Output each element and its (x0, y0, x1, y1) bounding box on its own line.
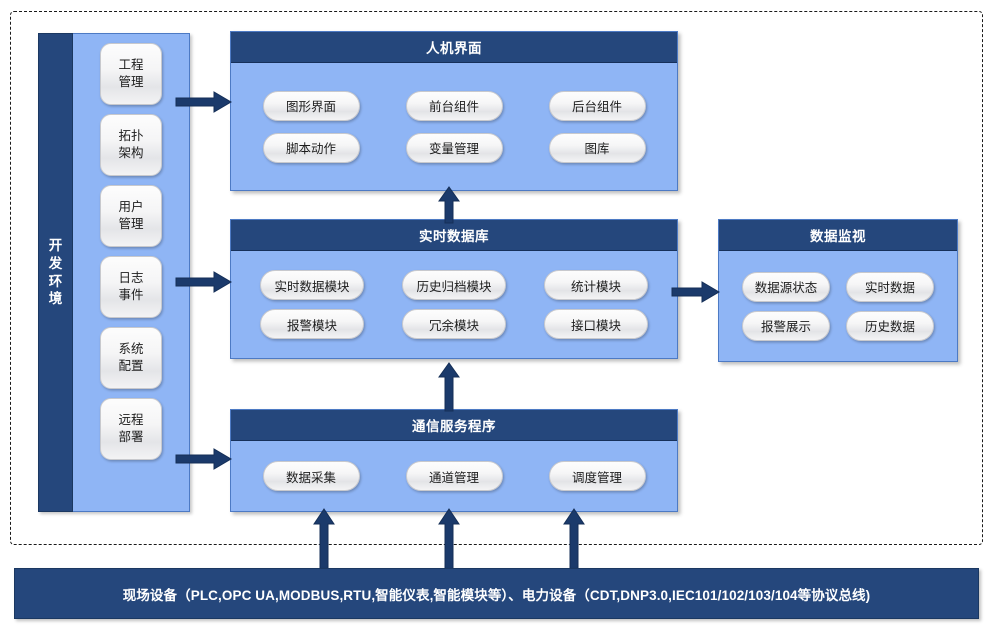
sidebar-item-label-line1: 日志 (118, 270, 144, 285)
module-backend-component[interactable]: 后台组件 (548, 90, 646, 121)
module-alarm[interactable]: 报警模块 (260, 309, 364, 339)
panel-hmi-body: 图形界面 前台组件 后台组件 脚本动作 变量管理 图库 (231, 63, 677, 190)
panel-data-monitor-title: 数据监视 (719, 220, 957, 251)
arrow-devices-to-comm-right (562, 508, 586, 572)
dev-environment-spine: 开发环境 (38, 33, 73, 512)
sidebar-item-log-events[interactable]: 日志 事件 (100, 256, 162, 318)
panel-communication-service-body: 数据采集 通道管理 调度管理 (231, 441, 677, 511)
dev-environment-group: 开发环境 工程 管理 拓扑 架构 用户 管理 日志 事件 系统 配置 (38, 33, 190, 512)
panel-data-monitor-row: 报警展示 历史数据 (719, 310, 957, 341)
arrow-comm-to-rtdb (437, 362, 461, 412)
device-bus-bar: 现场设备（PLC,OPC UA,MODBUS,RTU,智能仪表,智能模块等）、电… (14, 568, 979, 619)
sidebar-item-label-line2: 管理 (118, 217, 144, 231)
sidebar-item-label-line1: 用户 (118, 199, 144, 214)
module-script-action[interactable]: 脚本动作 (262, 132, 360, 163)
device-bus-bar-label: 现场设备（PLC,OPC UA,MODBUS,RTU,智能仪表,智能模块等）、电… (122, 587, 871, 603)
panel-data-monitor-body: 数据源状态 实时数据 报警展示 历史数据 (719, 251, 957, 361)
module-history-archive[interactable]: 历史归档模块 (402, 270, 506, 300)
module-realtime-data-view[interactable]: 实时数据 (846, 271, 934, 302)
panel-hmi-row: 图形界面 前台组件 后台组件 (231, 90, 677, 121)
panel-data-monitor-row: 数据源状态 实时数据 (719, 271, 957, 302)
sidebar-item-label-line1: 拓扑 (118, 128, 144, 143)
module-interface[interactable]: 接口模块 (544, 309, 648, 339)
arrow-devenv-to-hmi (175, 90, 234, 114)
module-realtime-data[interactable]: 实时数据模块 (260, 270, 364, 300)
sidebar-item-project-management[interactable]: 工程 管理 (100, 43, 162, 105)
panel-data-monitor: 数据监视 数据源状态 实时数据 报警展示 历史数据 (718, 219, 958, 362)
sidebar-item-label-line2: 部署 (118, 430, 144, 444)
sidebar-item-system-config[interactable]: 系统 配置 (100, 327, 162, 389)
system-boundary (10, 11, 983, 545)
module-alarm-display[interactable]: 报警展示 (742, 310, 830, 341)
arrow-rtdb-to-monitor (671, 280, 722, 304)
module-frontend-component[interactable]: 前台组件 (405, 90, 503, 121)
panel-hmi: 人机界面 图形界面 前台组件 后台组件 脚本动作 变量管理 图库 (230, 31, 678, 191)
module-variable-management[interactable]: 变量管理 (405, 132, 503, 163)
sidebar-item-remote-deploy[interactable]: 远程 部署 (100, 398, 162, 460)
module-datasource-status[interactable]: 数据源状态 (742, 271, 830, 302)
panel-realtime-database-row: 报警模块 冗余模块 接口模块 (231, 309, 677, 339)
module-statistics[interactable]: 统计模块 (544, 270, 648, 300)
panel-communication-service-title: 通信服务程序 (231, 410, 677, 441)
panel-realtime-database-body: 实时数据模块 历史归档模块 统计模块 报警模块 冗余模块 接口模块 (231, 251, 677, 358)
module-history-data[interactable]: 历史数据 (846, 310, 934, 341)
panel-communication-service-row: 数据采集 通道管理 调度管理 (231, 461, 677, 491)
module-graphic-interface[interactable]: 图形界面 (262, 90, 360, 121)
panel-realtime-database: 实时数据库 实时数据模块 历史归档模块 统计模块 报警模块 冗余模块 接口模块 (230, 219, 678, 359)
module-channel-management[interactable]: 通道管理 (405, 461, 503, 491)
sidebar-item-label-line2: 事件 (118, 288, 144, 302)
sidebar-item-label-line1: 远程 (118, 412, 144, 427)
module-dispatch-management[interactable]: 调度管理 (548, 461, 646, 491)
sidebar-item-user-management[interactable]: 用户 管理 (100, 185, 162, 247)
sidebar-item-label-line2: 管理 (118, 75, 144, 89)
panel-communication-service: 通信服务程序 数据采集 通道管理 调度管理 (230, 409, 678, 512)
arrow-rtdb-to-hmi (437, 186, 461, 224)
arrow-devices-to-comm-left (312, 508, 336, 572)
module-graphics-library[interactable]: 图库 (548, 132, 646, 163)
panel-hmi-row: 脚本动作 变量管理 图库 (231, 132, 677, 163)
arrow-devices-to-comm-center (437, 508, 461, 572)
sidebar-item-label-line2: 架构 (118, 146, 144, 160)
arrow-devenv-to-rtdb (175, 270, 234, 294)
arrow-devenv-to-comm (175, 447, 234, 471)
sidebar-item-topology-architecture[interactable]: 拓扑 架构 (100, 114, 162, 176)
module-data-acquisition[interactable]: 数据采集 (262, 461, 360, 491)
panel-realtime-database-title: 实时数据库 (231, 220, 677, 251)
sidebar-item-label-line2: 配置 (118, 359, 144, 373)
module-redundancy[interactable]: 冗余模块 (402, 309, 506, 339)
dev-environment-items: 工程 管理 拓扑 架构 用户 管理 日志 事件 系统 配置 远程 部署 (73, 33, 190, 512)
sidebar-item-label-line1: 系统 (118, 341, 144, 356)
dev-environment-label: 开发环境 (48, 238, 63, 307)
sidebar-item-label-line1: 工程 (118, 57, 144, 72)
panel-hmi-title: 人机界面 (231, 32, 677, 63)
panel-realtime-database-row: 实时数据模块 历史归档模块 统计模块 (231, 270, 677, 300)
